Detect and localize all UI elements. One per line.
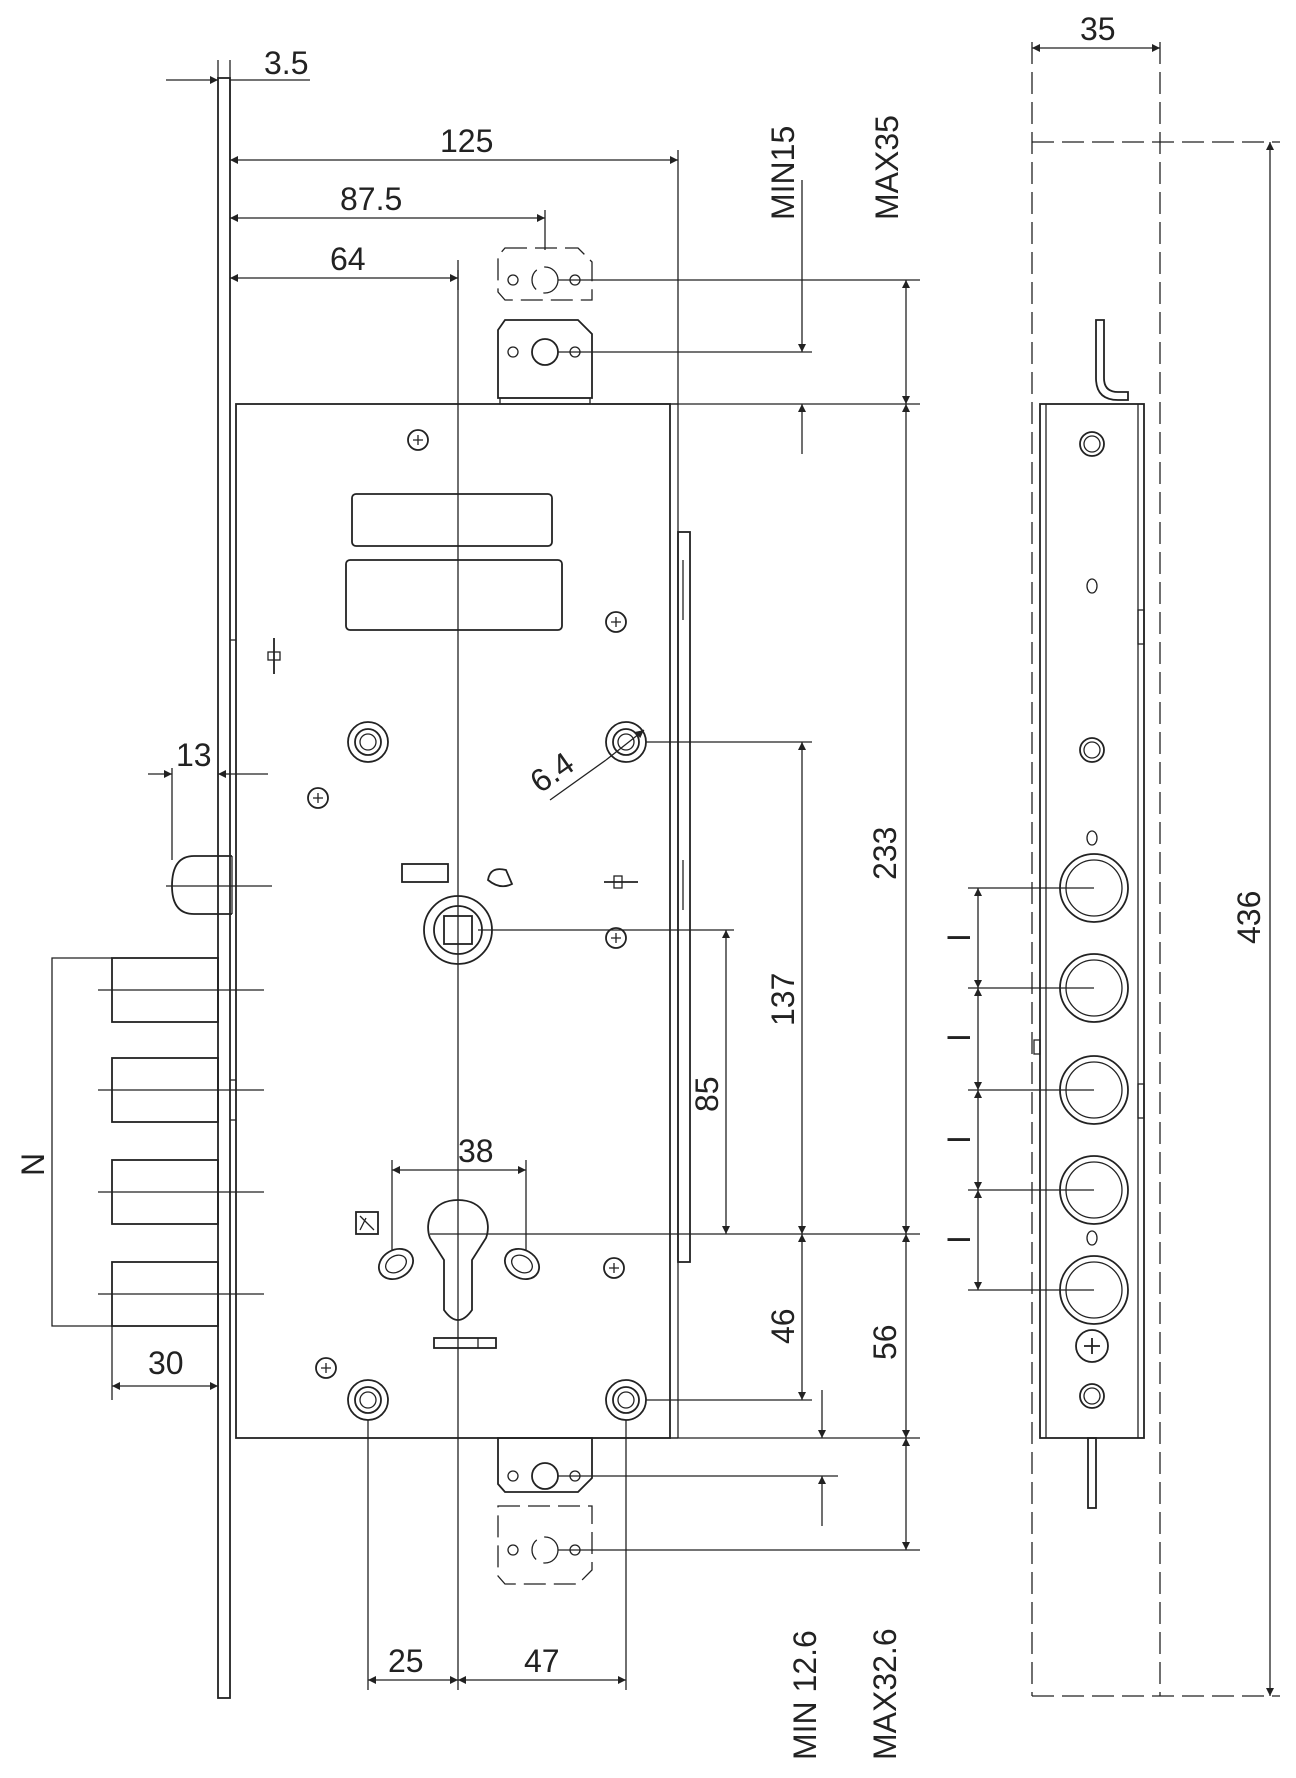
dim-38: 38 [458,1133,494,1169]
dim-30: 30 [148,1345,184,1381]
screws [307,429,627,1379]
dim-3-5: 3.5 [264,45,308,81]
label-n: N [15,1153,51,1176]
i-spacing-lines [968,887,1094,1291]
cylinder-hole [355,1199,540,1349]
dim-46: 46 [765,1308,801,1344]
bottom-strike-plates [497,1437,593,1585]
label-i-2: I [941,1033,977,1042]
dim-47: 47 [524,1643,560,1679]
dim-35: 35 [1080,11,1116,47]
side-view [968,42,1280,1697]
dim-6-4: 6.4 [523,745,580,800]
dim-max35: MAX35 [869,115,905,220]
label-plate-1 [351,493,553,547]
dim-85: 85 [689,1076,725,1112]
top-strike-plates [497,247,593,405]
small-pin-right [604,875,638,889]
latch-bolt [171,855,232,915]
dim-87-5: 87.5 [340,181,402,217]
side-plate [677,531,691,1263]
dim-436: 436 [1231,891,1267,944]
dim-137: 137 [765,973,801,1026]
label-plate-2 [345,559,563,631]
mounting-bosses [347,721,647,1421]
small-block [401,863,449,883]
label-i-1: I [941,933,977,942]
dim-64: 64 [330,241,366,277]
side-case [1039,403,1145,1439]
deadbolts [98,957,264,1327]
faceplate [217,77,231,1699]
side-bottom-tab [1087,1437,1097,1509]
dimension-labels: 3.5 125 87.5 64 MIN15 MAX35 35 436 13 6.… [15,11,1267,1760]
label-i-4: I [941,1235,977,1244]
n-bracket [51,957,112,1327]
dim-13: 13 [176,737,212,773]
dim-max32-6: MAX32.6 [867,1628,903,1760]
dim-25: 25 [388,1643,424,1679]
dim-min12-6: MIN 12.6 [787,1630,823,1760]
front-view [51,60,920,1699]
dim-min15: MIN15 [765,126,801,220]
small-pin-left [267,638,281,674]
dim-125: 125 [440,123,493,159]
lock-case-body [235,403,671,1439]
dim-56: 56 [867,1324,903,1360]
side-top-tab [1095,319,1129,401]
dim-233: 233 [867,827,903,880]
side-markers [1033,609,1145,1119]
side-holes [1075,431,1109,1409]
small-catch [487,868,514,888]
side-bolts [1059,853,1129,1325]
extension-lines [111,60,920,1690]
label-i-3: I [941,1135,977,1144]
dimension-lines [112,76,910,1684]
